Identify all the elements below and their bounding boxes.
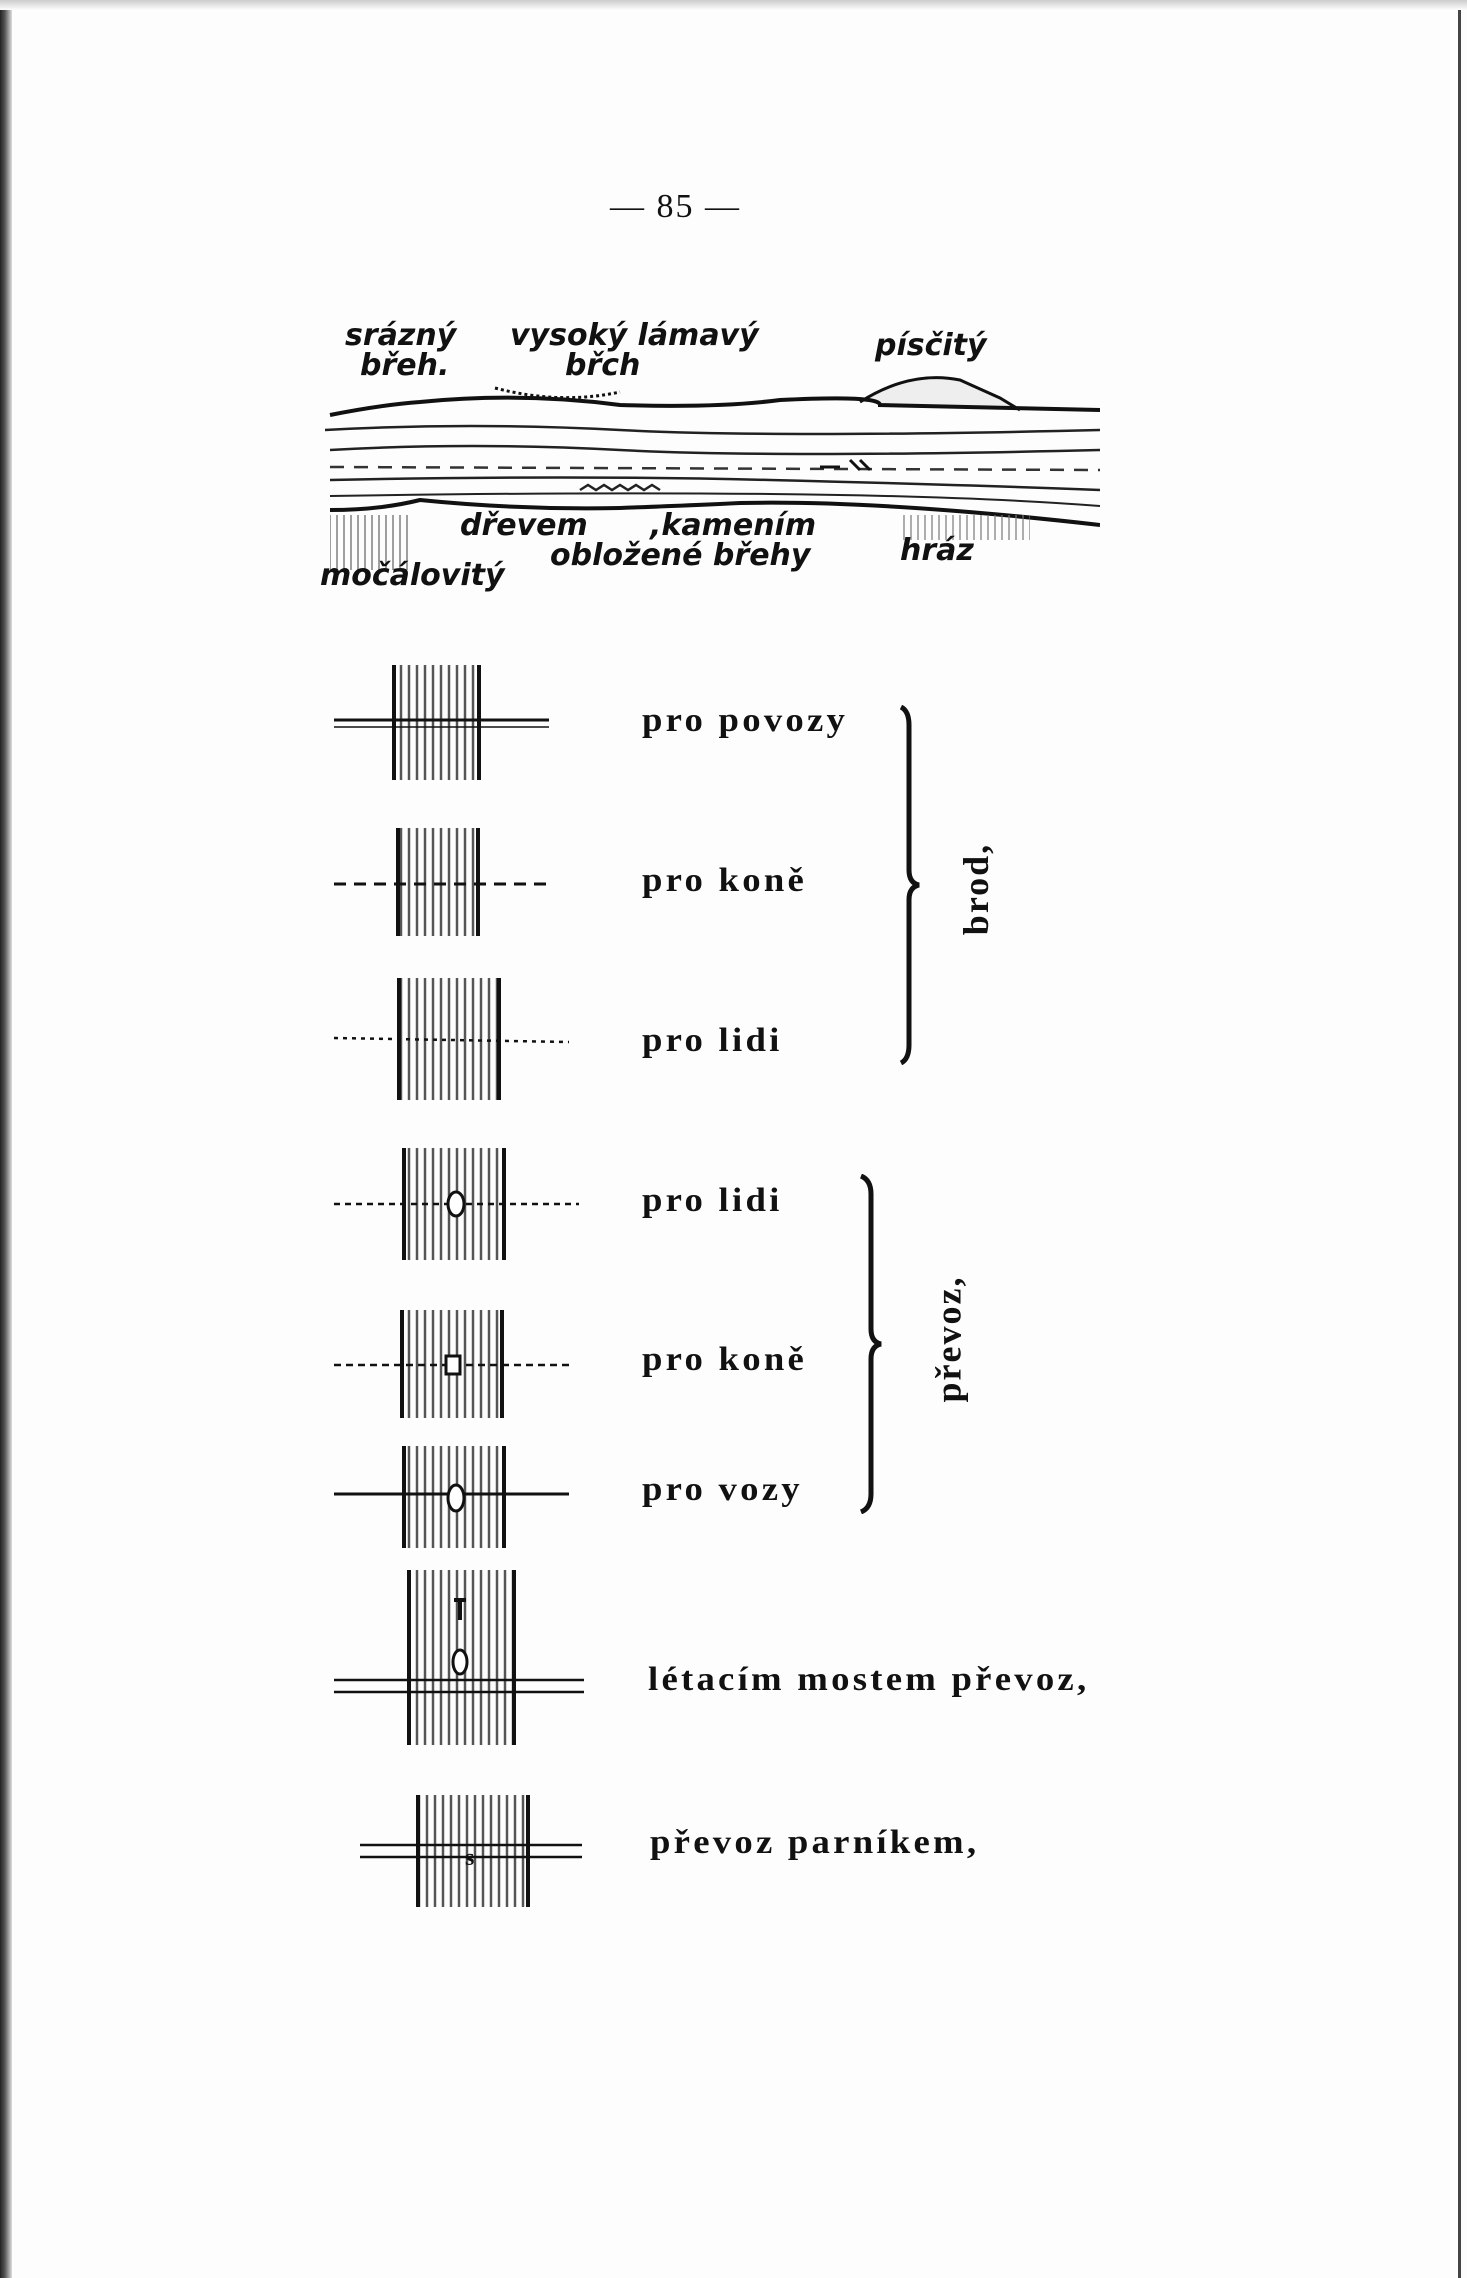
brod-brace	[899, 705, 920, 1065]
ford-horses-symbol	[334, 828, 549, 936]
prevoz-item-horses: pro koně	[642, 1341, 808, 1378]
label-piscity: písčitý	[874, 328, 988, 363]
river-bank-diagram: srázný břeh. vysoký lámavý břch písčitý …	[320, 318, 1100, 593]
label-mocalovity: močálovitý	[320, 558, 506, 593]
flying-bridge-item: létacím mostem převoz,	[648, 1661, 1090, 1698]
brod-label: brod,	[956, 842, 997, 936]
label-breh: břeh.	[360, 348, 449, 383]
ford-wagons-symbol	[334, 665, 549, 780]
brod-item-people: pro lidi	[642, 1022, 783, 1059]
ford-people-symbol	[334, 978, 570, 1100]
brod-item-horses: pro koně	[642, 862, 808, 899]
label-oblozene: obložené břehy	[550, 538, 812, 573]
ferry-horses-symbol	[334, 1310, 569, 1418]
scan-top-edge	[0, 0, 1467, 10]
ferry-people-symbol	[334, 1148, 579, 1260]
prevoz-item-people: pro lidi	[642, 1182, 783, 1219]
prevoz-label: převoz,	[928, 1275, 969, 1403]
label-strazny: srázný	[345, 318, 458, 353]
label-vysoky: vysoký lámavý	[510, 318, 760, 353]
ferry-wagons-symbol	[334, 1446, 569, 1548]
steamboat-item: převoz parníkem,	[650, 1824, 980, 1861]
scan-left-edge	[0, 0, 12, 2278]
prevoz-brace	[859, 1174, 882, 1514]
prevoz-item-wagons: pro vozy	[642, 1471, 803, 1508]
page-number: — 85 —	[610, 188, 741, 225]
label-brch: břch	[565, 348, 640, 383]
steamboat-ferry-symbol: s	[360, 1795, 582, 1907]
label-hraz: hráz	[900, 533, 974, 568]
flying-bridge-ferry-symbol	[334, 1570, 584, 1745]
svg-text:s: s	[465, 1845, 474, 1871]
scan-right-edge	[1458, 0, 1461, 2278]
label-kamenim: ,kamením	[648, 508, 816, 543]
brod-item-wagons: pro povozy	[642, 702, 849, 739]
label-drevem: dřevem	[460, 508, 588, 543]
